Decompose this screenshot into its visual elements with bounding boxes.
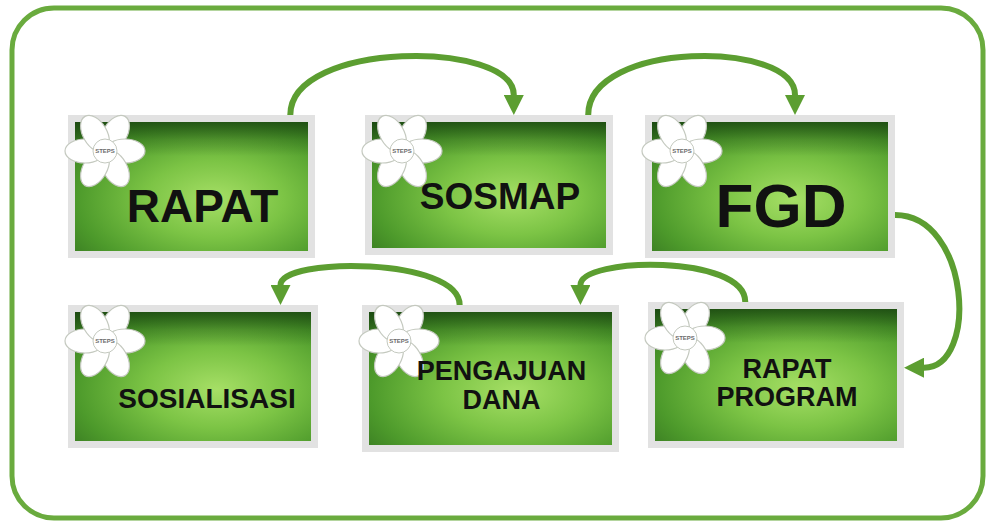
flower-badge: STEPS [640, 109, 724, 193]
curved-arrow [580, 265, 745, 302]
curved-arrow [281, 266, 460, 305]
step-label: SOSIALISASI [118, 384, 295, 413]
curved-arrow [290, 56, 514, 115]
badge-text: STEPS [95, 148, 115, 154]
flower-center [93, 139, 117, 163]
badge-text: STEPS [95, 338, 115, 344]
flower-center [93, 329, 117, 353]
step-label: PENGAJUAN DANA [399, 357, 604, 414]
step-label: SOSMAP [420, 178, 580, 217]
curved-arrow [895, 215, 959, 368]
flower-center [387, 329, 411, 353]
step-label: RAPAT PROGRAM [685, 355, 889, 412]
step-label: RAPAT [127, 182, 279, 230]
badge-holder: STEPS [643, 296, 727, 380]
badge-text: STEPS [675, 335, 695, 341]
badge-text: STEPS [389, 338, 409, 344]
step-label: FGD [716, 173, 847, 238]
curved-arrow [588, 56, 795, 115]
process-box: STEPS FGD [645, 115, 895, 258]
badge-holder: STEPS [63, 109, 147, 193]
flower-center [670, 139, 694, 163]
flower-badge: STEPS [63, 109, 147, 193]
process-box: STEPS PENGAJUAN DANA [362, 305, 619, 452]
badge-holder: STEPS [640, 109, 724, 193]
badge-text: STEPS [672, 148, 692, 154]
flower-center [390, 139, 414, 163]
flower-center [673, 326, 697, 350]
process-box: STEPS SOSMAP [365, 115, 613, 255]
flower-badge: STEPS [643, 296, 727, 380]
process-box: STEPS RAPAT PROGRAM [648, 302, 904, 448]
frame-border [12, 8, 983, 518]
badge-holder: STEPS [63, 299, 147, 383]
flower-badge: STEPS [63, 299, 147, 383]
process-box: STEPS RAPAT [68, 115, 315, 258]
badge-text: STEPS [392, 148, 412, 154]
process-box: STEPS SOSIALISASI [68, 305, 318, 448]
